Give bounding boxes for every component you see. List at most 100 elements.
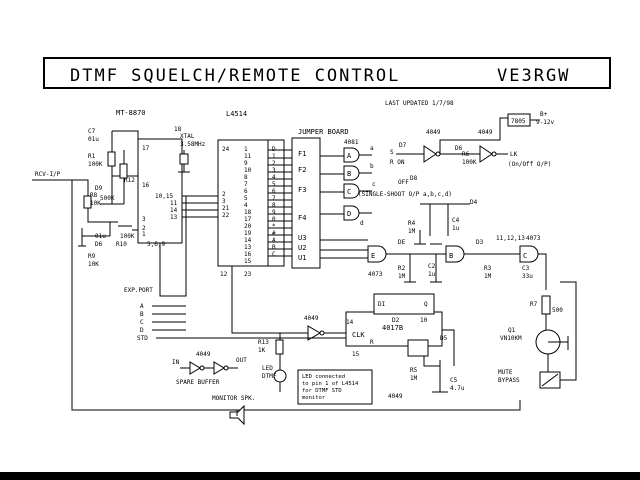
label-lk: LK: [510, 151, 518, 158]
jumper-pin-hash: #: [272, 230, 276, 237]
pin-11-2: 11: [244, 153, 252, 160]
jumper-u2: U2: [298, 244, 306, 252]
inverter-1-bubble: [435, 151, 441, 157]
spare-label: SPARE BUFFER: [176, 379, 220, 386]
label-4049b: 4049: [478, 129, 493, 136]
resistor-r7: [541, 295, 551, 315]
label-d6: D6: [455, 145, 463, 152]
pins-1015: 10,15: [155, 193, 173, 200]
pin-1-2: 1: [244, 146, 248, 153]
gate-right: [519, 245, 539, 263]
label-4073a: 4073: [368, 271, 383, 278]
label-r: R: [370, 339, 374, 346]
label-d5: D5: [440, 335, 448, 342]
gate-e: [367, 245, 387, 263]
pin-18: 18: [174, 126, 182, 133]
clk-wires: [231, 266, 346, 334]
jumper-f3: F3: [298, 186, 306, 194]
jumper-f2: F2: [298, 166, 306, 174]
gate-6-label: B: [449, 252, 453, 260]
inverter-clk-bubble: [319, 330, 325, 336]
title-frame: [43, 57, 611, 89]
label-de: DE: [398, 239, 406, 246]
exp-pin-b: B: [140, 311, 144, 318]
gate-a-label: A: [347, 152, 352, 160]
label-4049c: 4049: [304, 315, 319, 322]
jumper-f4: F4: [298, 214, 306, 222]
pin-17: 17: [244, 216, 252, 223]
jumper-pin-B: B: [272, 244, 276, 251]
spare-bubble-2: [223, 365, 229, 371]
jumper-pin-6: 6: [272, 188, 276, 195]
jumper-pin-9: 9: [272, 209, 276, 216]
q1-wires: [545, 314, 569, 374]
rc-wires: [414, 203, 470, 245]
pin-16: 16: [244, 251, 252, 258]
label-d7: D7: [399, 142, 407, 149]
pin-9: 9: [244, 160, 248, 167]
resistor-r8: [83, 195, 92, 209]
exp-pin-d: D: [140, 327, 144, 334]
pin-7: 7: [244, 181, 248, 188]
exp-wires: [152, 305, 346, 339]
label-100k-a: 100K: [120, 233, 135, 240]
gate-a: [343, 147, 360, 163]
label-clk: CLK: [352, 331, 365, 339]
jumper-pin-D: D: [272, 146, 276, 153]
pin-13: 13: [244, 244, 252, 251]
gate-d: [343, 205, 360, 221]
spare-bubble-1: [199, 365, 205, 371]
pin-24: 24: [222, 146, 230, 153]
jumper-u1: U1: [298, 254, 306, 262]
label-off: OFF: [398, 179, 409, 186]
pin-11: 11: [170, 200, 178, 207]
label-d3: D3: [476, 239, 484, 246]
jumper-pin-0: 0: [272, 216, 276, 223]
gate-d-label: D: [347, 210, 351, 218]
jumper-pin-star: *: [272, 223, 276, 230]
gate-right-label: C: [523, 252, 527, 260]
bus-decoder: [182, 195, 222, 218]
pin-10-2: 10: [420, 317, 428, 324]
label-d1: DI: [378, 301, 386, 308]
output-d: d: [360, 220, 364, 227]
jumper-pin-5: 5: [272, 181, 276, 188]
counter-top: [373, 293, 435, 315]
pin-1: 1: [142, 231, 146, 238]
chip-mt8870: [137, 138, 183, 244]
jumper-lines: [268, 149, 292, 257]
jumper-board-left: [267, 139, 285, 267]
jumper-pin-A: A: [272, 237, 276, 244]
gate-b-label: B: [347, 170, 351, 178]
pin-18-2: 18: [244, 209, 252, 216]
label-pins-1112: 11,12,13: [496, 235, 525, 242]
pin-3-2: 3: [222, 198, 226, 205]
xtal-wires: [178, 150, 190, 173]
jumper-pin-4: 4: [272, 174, 276, 181]
jumper-board: [291, 137, 321, 269]
gate-e-wires: [320, 239, 520, 259]
xtal-crystal: [179, 153, 189, 165]
label-r12: R12: [124, 177, 135, 184]
inverter-2-bubble: [491, 151, 497, 157]
pin-19: 19: [244, 230, 252, 237]
jumper-pin-2: 2: [272, 160, 276, 167]
input-network-wires: [100, 130, 139, 205]
label-s: S: [390, 149, 394, 156]
callsign-text: VE3RGW: [497, 66, 570, 86]
label-jumper: JUMPER BOARD: [298, 128, 349, 136]
note-box: [297, 369, 373, 405]
pin-15-2: 15: [352, 351, 360, 358]
output-a: a: [370, 145, 374, 152]
spare-in: IN: [172, 359, 180, 366]
